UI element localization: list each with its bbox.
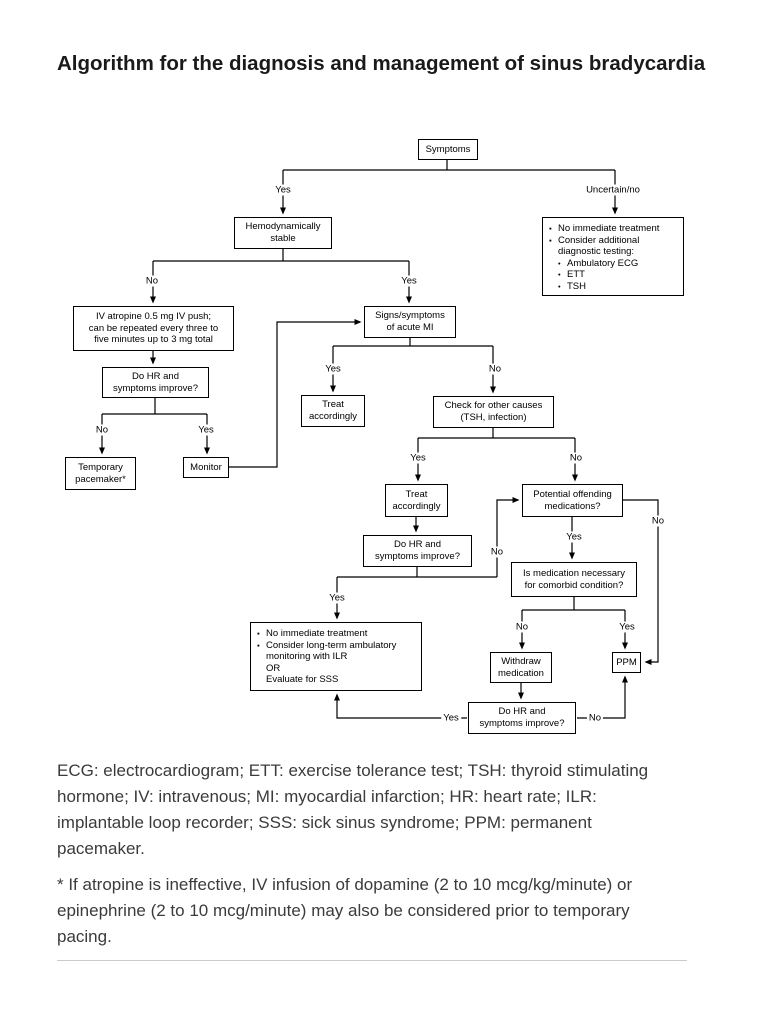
edge-label-yes-mi: Yes (323, 363, 343, 375)
node-treat-accordingly-1: Treat accordingly (301, 395, 365, 427)
edge-label-yes-hr2: Yes (327, 592, 347, 604)
edge-label-yes-hr1: Yes (196, 424, 216, 436)
footnote-line: pacing. (57, 927, 112, 946)
node-potential-offending-medications: Potential offending medications? (522, 484, 623, 517)
node-text-line: PPM (616, 656, 637, 668)
edge-label-uncertain-no: Uncertain/no (584, 184, 642, 196)
node-text-line: Ambulatory ECG (567, 257, 639, 269)
round-bullet-icon: • (558, 270, 561, 280)
square-bullet-icon: ▪ (549, 224, 552, 233)
node-treat-accordingly-2: Treat accordingly (385, 484, 448, 517)
node-text-line: symptoms improve? (479, 718, 565, 729)
node-text-line: Hemodynamically (245, 221, 321, 233)
node-text-line: Is medication necessary (523, 567, 625, 579)
node-text-line: for comorbid condition? (524, 579, 624, 591)
page-title: Algorithm for the diagnosis and manageme… (57, 52, 706, 75)
footnote-line: * If atropine is ineffective, IV infusio… (57, 875, 633, 894)
footnote-paragraph: * If atropine is ineffective, IV infusio… (57, 872, 632, 950)
square-bullet-icon: ▪ (549, 235, 552, 245)
edge-label-no-necessary: No (513, 621, 531, 633)
node-hemodynamically-stable: Hemodynamically stable (234, 217, 332, 249)
node-text-line: Do HR and (132, 370, 179, 382)
node-atropine: IV atropine 0.5 mg IV push; can be repea… (73, 306, 234, 351)
node-text-line: No immediate treatment (266, 628, 368, 639)
node-text-line: symptoms improve? (113, 382, 198, 394)
node-text-line: pacemaker* (75, 473, 126, 485)
edge-label-no-hr2: No (488, 546, 506, 558)
edge-label-yes-hr3: Yes (441, 712, 461, 724)
divider-line (57, 960, 687, 961)
node-hr-improve-2: Do HR and symptoms improve? (363, 535, 472, 567)
round-bullet-icon: • (558, 282, 561, 292)
node-hr-improve-1: Do HR and symptoms improve? (102, 367, 209, 398)
round-bullet-icon: • (558, 258, 561, 268)
footnote-line: epinephrine (2 to 10 mcg/minute) may als… (57, 901, 630, 920)
node-text-line: Evaluate for SSS (266, 674, 339, 686)
edge-label-no-medications: No (649, 515, 667, 527)
node-withdraw-medication: Withdraw medication (490, 652, 552, 683)
node-longterm-plan: ▪ No immediate treatment ▪ Consider long-t… (250, 622, 422, 691)
edge-label-no-hr3: No (586, 712, 604, 724)
node-text-line: Do HR and (394, 539, 441, 551)
node-text-line: Symptoms (425, 143, 471, 155)
node-text-line: ETT (567, 269, 585, 281)
node-text-line: stable (270, 233, 296, 244)
node-text-line: of acute MI (386, 322, 434, 333)
node-text-line: medications? (544, 500, 601, 512)
abbreviations-line: implantable loop recorder; SSS: sick sin… (57, 813, 592, 832)
node-text-line: symptoms improve? (375, 551, 460, 562)
node-text-line: accordingly (392, 500, 441, 512)
node-text-line: can be repeated every three to (88, 322, 219, 334)
node-text-line: medication (498, 667, 544, 679)
node-monitor: Monitor (183, 457, 229, 478)
node-text-line: Do HR and (498, 706, 546, 718)
node-text-line: Signs/symptoms (375, 310, 445, 322)
node-symptoms: Symptoms (418, 139, 478, 160)
abbreviations-paragraph: ECG: electrocardiogram; ETT: exercise to… (57, 758, 648, 862)
node-medication-necessary: Is medication necessary for comorbid con… (511, 562, 637, 597)
node-text-line: Treat (322, 399, 344, 411)
node-text-line: Check for other causes (444, 400, 543, 412)
abbreviations-line: pacemaker. (57, 839, 145, 858)
edge-label-yes-causes: Yes (408, 452, 428, 464)
node-text-line: Potential offending (533, 488, 612, 500)
square-bullet-icon: ▪ (257, 629, 260, 638)
edge-label-no-mi: No (486, 363, 504, 375)
node-uncertain-plan: ▪ No immediate treatment ▪ Consider additi… (542, 217, 684, 296)
node-temporary-pacemaker: Temporary pacemaker* (65, 457, 136, 490)
edge-label-yes-symptoms: Yes (273, 184, 293, 196)
abbreviations-line: ECG: electrocardiogram; ETT: exercise to… (57, 761, 649, 780)
node-text-line: TSH (567, 281, 586, 293)
edge-label-yes-medications: Yes (564, 531, 584, 543)
node-check-other-causes: Check for other causes (TSH, infection) (433, 396, 554, 428)
node-text-line: five minutes up to 3 mg total (94, 334, 213, 346)
node-text-line: OR (266, 662, 281, 674)
node-text-line: Monitor (190, 461, 222, 473)
node-text-line: monitoring with ILR (266, 651, 348, 663)
node-text-line: Consider long-term ambulatory (266, 639, 397, 651)
node-text-line: (TSH, infection) (460, 412, 527, 423)
edge-label-yes-stable: Yes (399, 275, 419, 287)
node-text-line: Temporary (78, 461, 123, 473)
node-signs-of-acute-mi: Signs/symptoms of acute MI (364, 306, 456, 338)
square-bullet-icon: ▪ (257, 640, 260, 650)
node-ppm: PPM (612, 652, 641, 673)
abbreviations-line: hormone; IV: intravenous; MI: myocardial… (57, 787, 597, 806)
node-text-line: Consider additional (558, 234, 640, 246)
node-text-line: IV atropine 0.5 mg IV push; (95, 311, 212, 323)
edge-label-no-hr1: No (93, 424, 111, 436)
node-text-line: diagnostic testing: (558, 246, 635, 258)
edge-label-no-causes: No (567, 452, 585, 464)
node-text-line: accordingly (308, 411, 358, 422)
edge-label-yes-necessary: Yes (617, 621, 637, 633)
edge-label-no-stable: No (143, 275, 161, 287)
node-text-line: Withdraw (501, 655, 541, 667)
node-text-line: No immediate treatment (558, 223, 660, 234)
node-hr-improve-3: Do HR and symptoms improve? (468, 702, 576, 734)
node-text-line: Treat (405, 488, 428, 500)
